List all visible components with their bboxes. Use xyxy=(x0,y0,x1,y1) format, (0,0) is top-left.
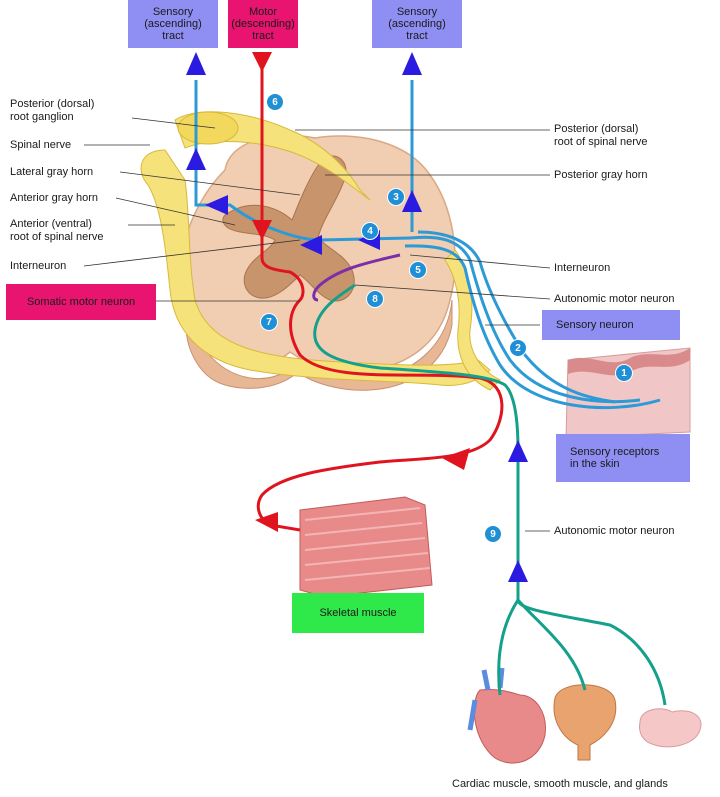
motor-arrows xyxy=(252,52,470,532)
step-1-badge: 1 xyxy=(615,364,633,382)
muscle-stripes xyxy=(304,507,431,581)
motor-descending-tract-box: Motor (descending) tract xyxy=(228,0,298,48)
skeletal-muscle-block xyxy=(299,496,433,598)
step-3-badge: 3 xyxy=(387,188,405,206)
sensory-neuron-box: Sensory neuron xyxy=(542,310,680,340)
interneuron-path xyxy=(312,253,401,302)
anterior-root-label: Anterior (ventral) root of spinal nerve xyxy=(10,218,104,243)
effectors-caption: Cardiac muscle, smooth muscle, and gland… xyxy=(452,778,668,790)
autonomic-neuron-path xyxy=(313,283,667,706)
skin-surface xyxy=(568,348,690,376)
autonomic-branches xyxy=(497,599,587,696)
step-5-badge: 5 xyxy=(409,261,427,279)
anterior-gray-horn-label: Anterior gray horn xyxy=(10,192,99,204)
step-7-badge: 7 xyxy=(260,313,278,331)
direction-arrows xyxy=(186,52,528,582)
sensory-ascending-tract-left-box: Sensory (ascending) tract xyxy=(128,0,218,48)
autonomic-motor-neuron-lower-label: Autonomic motor neuron xyxy=(554,525,675,537)
step-9-badge: 9 xyxy=(484,525,502,543)
interneuron-right-label: Interneuron xyxy=(554,262,611,274)
sensory-ascending-tract-right-box: Sensory (ascending) tract xyxy=(372,0,462,48)
spinal-nerve-label: Spinal nerve xyxy=(10,139,72,151)
interneuron-left-label: Interneuron xyxy=(10,260,67,272)
posterior-root-nerve-label: Posterior (dorsal) root of spinal nerve xyxy=(554,123,648,148)
autonomic-motor-neuron-upper-label: Autonomic motor neuron xyxy=(554,293,675,305)
spinal-nerve-shape xyxy=(140,149,491,386)
posterior-root-ganglion-label: Posterior (dorsal) root ganglion xyxy=(10,98,95,123)
heart-illustration xyxy=(473,689,546,764)
step-4-badge: 4 xyxy=(361,222,379,240)
posterior-gray-horn-label: Posterior gray horn xyxy=(554,169,648,181)
leader-lines xyxy=(83,117,551,532)
step-6-badge: 6 xyxy=(266,93,284,111)
step-8-badge: 8 xyxy=(366,290,384,308)
lateral-gray-horn-label: Lateral gray horn xyxy=(10,166,94,178)
gland-illustration xyxy=(639,708,702,748)
skeletal-muscle-box: Skeletal muscle xyxy=(292,593,424,633)
somatic-motor-neuron-box: Somatic motor neuron xyxy=(6,284,156,320)
bladder-illustration xyxy=(553,684,617,761)
step-2-badge: 2 xyxy=(509,339,527,357)
ganglion-shape xyxy=(177,111,239,145)
sensory-receptors-box: Sensory receptors in the skin xyxy=(556,434,690,482)
